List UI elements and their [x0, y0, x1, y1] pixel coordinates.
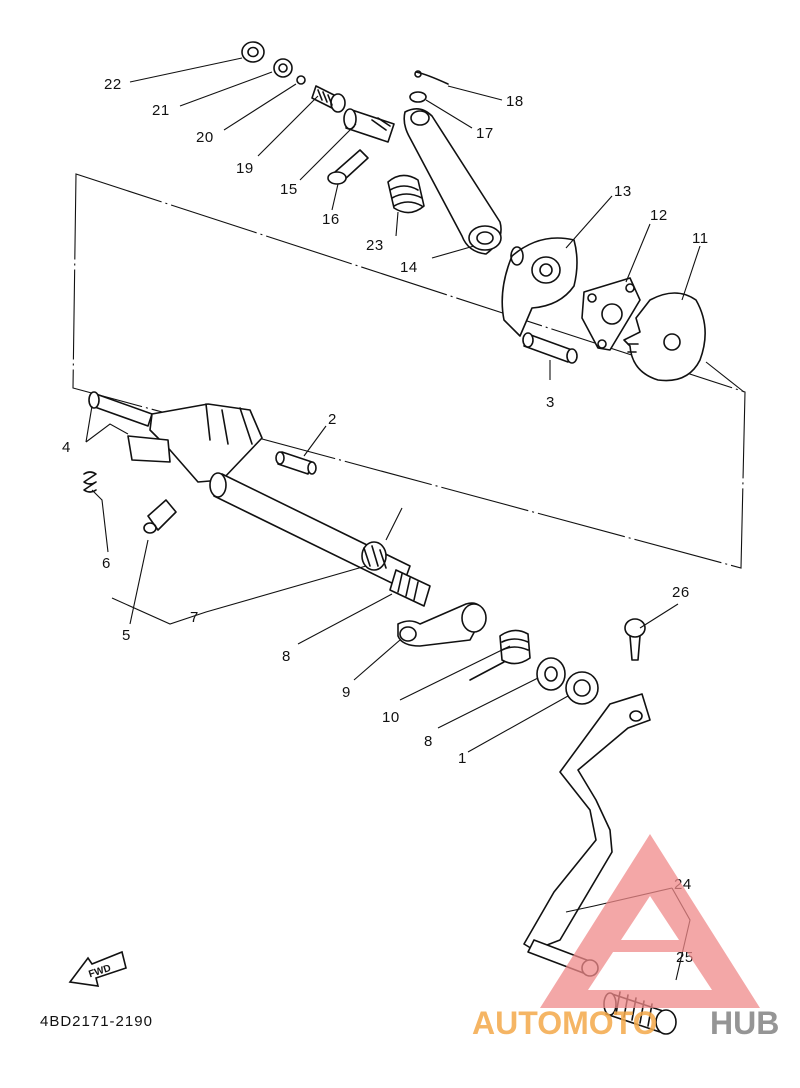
callout-17: 17 [476, 125, 494, 142]
callout-23: 23 [366, 237, 384, 254]
callout-15: 15 [280, 181, 298, 198]
callout-7: 7 [190, 609, 199, 626]
part-8-washer [536, 657, 566, 691]
callout-11: 11 [692, 230, 709, 247]
part-12-plate [581, 277, 641, 351]
part-26-bolt [624, 618, 646, 661]
part-23-spring [387, 174, 425, 214]
part-code: 4BD2171-2190 [40, 1013, 153, 1030]
part-4-shift-fork-assembly [88, 391, 263, 483]
part-19-bolt [311, 85, 346, 113]
part-15-collar [343, 108, 395, 143]
part-17-washer [409, 91, 427, 103]
part-22-nut [241, 41, 265, 63]
callout-5: 5 [122, 627, 131, 644]
watermark-triangle-icon [540, 834, 760, 1008]
callout-18: 18 [506, 93, 524, 110]
part-1-collar [565, 671, 599, 705]
callout-6: 6 [102, 555, 111, 572]
watermark-logo [540, 834, 760, 1008]
part-13-segment [501, 237, 578, 337]
leader-lines [85, 57, 745, 981]
callout-14: 14 [400, 259, 418, 276]
callout-12: 12 [650, 207, 668, 224]
callout-10: 10 [382, 709, 400, 726]
callout-26: 26 [672, 584, 690, 601]
callout-20: 20 [196, 129, 214, 146]
watermark-text-hub: HUB [710, 1005, 779, 1041]
callout-22: 22 [104, 76, 122, 93]
callout-4: 4 [62, 439, 71, 456]
callout-13: 13 [614, 183, 632, 200]
callout-21: 21 [152, 102, 170, 119]
callout-8-upper: 8 [282, 648, 291, 665]
part-21-washer [273, 58, 293, 78]
part-5-clip [143, 499, 177, 534]
callout-16: 16 [322, 211, 340, 228]
part-3-bolt [522, 332, 578, 364]
part-20-small-ring [296, 75, 306, 85]
part-18-cotter-pin [414, 70, 449, 85]
callout-9: 9 [342, 684, 351, 701]
part-14-stopper-lever [403, 108, 502, 255]
part-6-spring [83, 471, 97, 493]
part-11-cam [623, 292, 706, 382]
part-16-pin [327, 149, 369, 185]
callout-3: 3 [546, 394, 555, 411]
callout-1: 1 [458, 750, 467, 767]
part-10-torsion-spring [469, 629, 531, 681]
callout-2: 2 [328, 411, 337, 428]
forward-arrow-icon: FWD [68, 950, 127, 987]
part-7-shift-shaft [209, 472, 431, 607]
part-2-pin [275, 451, 317, 475]
callout-8-lower: 8 [424, 733, 433, 750]
part-9-shift-arm [397, 602, 487, 647]
callout-19: 19 [236, 160, 254, 177]
watermark-text-automoto: AUTOMOTO [472, 1005, 657, 1041]
